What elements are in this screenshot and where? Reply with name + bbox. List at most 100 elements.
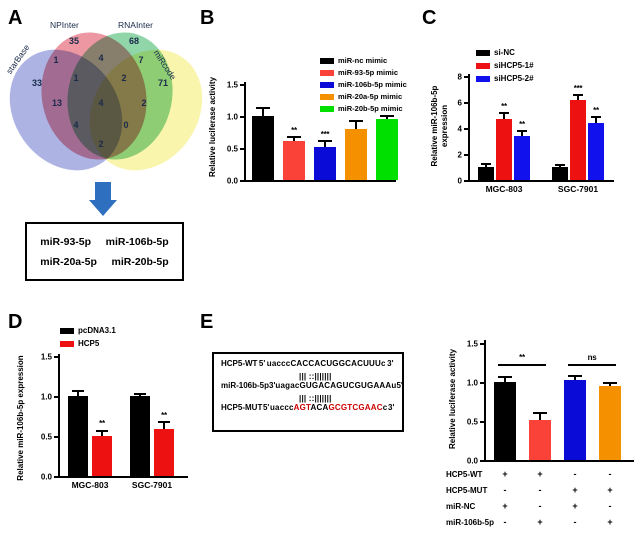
- errorbar-c-g1-s1: [577, 94, 579, 100]
- chart-b-yticklabel: 0.5: [226, 144, 238, 154]
- legend-swatch: [320, 105, 334, 112]
- chart-b-yticklabel: 1.5: [226, 80, 238, 90]
- errorbar-cap-c-g1-s2: [591, 116, 601, 118]
- venn-count-rnainter-only: 68: [128, 36, 140, 46]
- errorbar-b-2: [324, 140, 326, 147]
- legend-label: siHCP5-2#: [494, 74, 534, 83]
- panel-letter-b: B: [200, 7, 215, 29]
- bar-c-g1-s1: [570, 100, 586, 180]
- sequence-text: uacccCACCACUGGCACUUUc: [267, 359, 386, 368]
- errorbar-cap-b-4: [380, 115, 394, 117]
- chart-d-yticklabel: 1.0: [40, 392, 52, 402]
- condition-val-2-3: -: [608, 501, 612, 511]
- venn-count-mc-low: 0: [123, 120, 129, 130]
- chart-c-ytick: [464, 154, 468, 156]
- errorbar-d-g1-s1: [163, 421, 165, 429]
- errorbar-cap-c-g1-s0: [555, 164, 565, 166]
- venn-label-npinter: NPInter: [50, 20, 79, 30]
- sequence-tail: c: [382, 403, 388, 412]
- condition-val-1-0: -: [503, 485, 507, 495]
- sequence-plain: uagac: [275, 381, 300, 390]
- comparison-bar-1: [568, 364, 616, 366]
- condition-row-label-2: miR-NC: [446, 502, 476, 511]
- errorbar-c-g0-s2: [521, 130, 523, 136]
- chart-e-ytick: [480, 343, 484, 345]
- errorbar-cap-b-3: [349, 120, 363, 122]
- legend-c-item-1: siHCP5-1#: [476, 61, 534, 70]
- bar-b-4: [376, 119, 398, 180]
- legend-label: miR-106b-5p mimic: [338, 80, 407, 89]
- legend-swatch: [320, 57, 334, 64]
- chart-c-ytick: [464, 76, 468, 78]
- legend-swatch: [476, 62, 490, 69]
- chart-c-yticklabel: 4: [457, 124, 462, 134]
- mirna-item: miR-93-5p: [40, 235, 92, 248]
- significance-c-g1-s1: ***: [573, 84, 583, 93]
- chart-c-xcat-1: SGC-7901: [557, 184, 599, 194]
- errorbar-cap-e-0: [498, 376, 512, 378]
- errorbar-cap-c-g0-s1: [499, 112, 509, 114]
- errorbar-cap-b-0: [256, 107, 270, 109]
- chart-d-xaxis: [58, 476, 188, 478]
- chart-d-ytick: [54, 476, 58, 478]
- legend-b-item-2: miR-106b-5p mimic: [320, 80, 407, 89]
- bar-c-g1-s0: [552, 167, 568, 180]
- sequence-tail: c: [381, 359, 386, 368]
- errorbar-d-g0-s0: [77, 390, 79, 396]
- significance-b-1: **: [291, 126, 297, 135]
- mirna-result-box: miR-93-5p miR-106b-5p miR-20a-5p miR-20b…: [25, 222, 184, 281]
- down-arrow-head: [89, 200, 117, 216]
- pairing-line-bottom: ||| ::|||||||: [299, 394, 332, 403]
- chart-b-ytick: [240, 148, 244, 150]
- condition-val-3-3: +: [607, 517, 613, 527]
- chart-b-ytick: [240, 116, 244, 118]
- bar-b-1: [283, 141, 305, 180]
- bar-d-g0-s1: [92, 436, 112, 476]
- panel-letter-d: D: [8, 311, 23, 333]
- legend-label: siHCP5-1#: [494, 61, 534, 70]
- errorbar-cap-d-g1-s1: [158, 421, 170, 423]
- errorbar-cap-c-g0-s0: [481, 163, 491, 165]
- chart-e-ytick: [480, 421, 484, 423]
- errorbar-c-g1-s2: [595, 116, 597, 123]
- sequence-prime-left: 3': [269, 381, 276, 390]
- condition-val-0-2: -: [573, 469, 577, 479]
- sequence-tail: u: [391, 381, 397, 390]
- significance-c-g0-s1: **: [501, 102, 507, 111]
- legend-label: si-NC: [494, 48, 515, 57]
- venn-count-starbase-only: 33: [31, 78, 43, 88]
- legend-label: HCP5: [78, 339, 100, 348]
- significance-c-g0-s2: **: [519, 120, 525, 129]
- sequence-text: uacccAGTACAGCGTCGAACc: [270, 403, 387, 412]
- bar-d-g0-s0: [68, 396, 88, 476]
- chart-d-yticklabel: 1.5: [40, 352, 52, 362]
- venn-count-sb-np: 1: [53, 55, 59, 65]
- significance-d-g1-s1: **: [161, 411, 167, 420]
- condition-val-1-1: -: [538, 485, 542, 495]
- sequence-mut-red-1: AGT: [293, 403, 311, 412]
- condition-row-label-3: miR-106b-5p: [446, 518, 495, 527]
- condition-val-2-1: -: [538, 501, 542, 511]
- legend-c-item-2: siHCP5-2#: [476, 74, 534, 83]
- bar-b-0: [252, 116, 274, 180]
- venn-count-sb-low: 4: [73, 120, 79, 130]
- chart-b-ytick: [240, 84, 244, 86]
- errorbar-cap-e-1: [533, 412, 547, 414]
- legend-d-item-0: pcDNA3.1: [60, 326, 116, 335]
- comparison-bar-0: [498, 364, 546, 366]
- sequence-plain: uaccc: [269, 403, 294, 412]
- comparison-label-0: **: [519, 353, 525, 362]
- chart-c-yaxis: [468, 74, 470, 182]
- chart-c-yticklabel: 0: [457, 176, 462, 186]
- legend-swatch: [320, 81, 334, 88]
- venn-count-npinter-only: 35: [68, 36, 80, 46]
- chart-b-yticklabel: 1.0: [226, 112, 238, 122]
- chart-e-yticklabel: 0.5: [466, 417, 478, 427]
- sequence-alignment-box: HCP5-WT 5' uacccCACCACUGGCACUUUc 3' ||| …: [212, 352, 404, 432]
- errorbar-cap-b-2: [318, 140, 332, 142]
- errorbar-c-g0-s1: [503, 112, 505, 119]
- chart-b-yaxis: [244, 82, 246, 182]
- legend-label: miR-nc mimic: [338, 56, 388, 65]
- sequence-prime-right: 5': [396, 381, 403, 390]
- condition-val-0-3: -: [608, 469, 612, 479]
